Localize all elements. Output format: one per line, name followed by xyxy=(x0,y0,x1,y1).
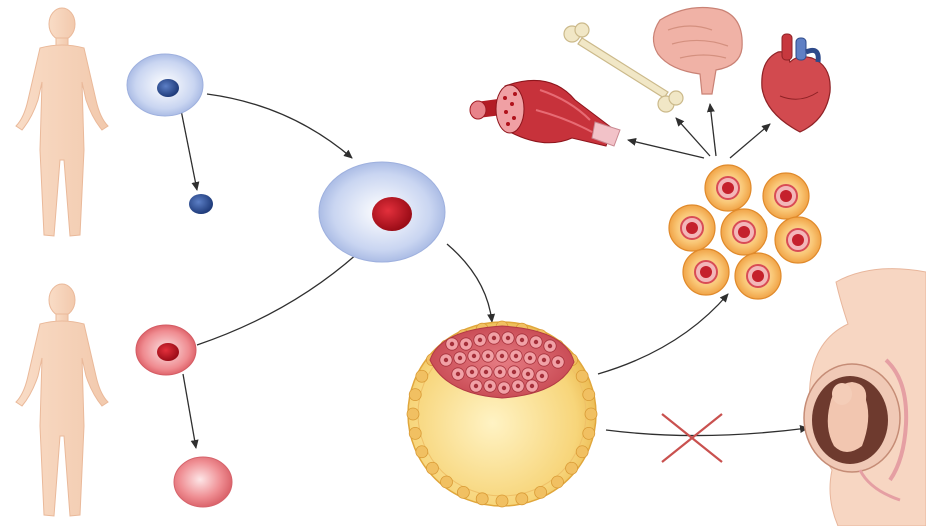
inner-cell-nucleus xyxy=(548,344,552,348)
inner-cell-nucleus xyxy=(472,354,476,358)
arrow-blastocyst-to-pregnancy xyxy=(606,428,808,436)
inner-cell-nucleus xyxy=(470,370,474,374)
inner-cell-nucleus xyxy=(500,354,504,358)
trophoblast-cell xyxy=(416,370,428,382)
inner-cell-nucleus xyxy=(512,370,516,374)
human-figure-icon xyxy=(16,8,108,236)
inner-cell-nucleus xyxy=(526,372,530,376)
inner-cell-nucleus xyxy=(464,342,468,346)
trophoblast-cell xyxy=(426,462,438,474)
inner-cell-nucleus xyxy=(486,354,490,358)
inner-cell-nucleus xyxy=(528,356,532,360)
trophoblast-cell xyxy=(409,389,421,401)
arrow-blue-to-nucleus xyxy=(181,110,197,190)
stem-cell-nucleus xyxy=(686,222,698,234)
trophoblast-cell xyxy=(441,476,453,488)
trophoblast-cell xyxy=(585,408,597,420)
trophoblast-cell xyxy=(576,370,588,382)
trophoblast-cell xyxy=(457,486,469,498)
arrow-to-brain xyxy=(710,104,716,156)
trophoblast-cell xyxy=(416,446,428,458)
inner-cell-nucleus xyxy=(450,342,454,346)
inner-cell-nucleus xyxy=(542,358,546,362)
enucleated-cell xyxy=(174,457,232,507)
arrow-to-muscle xyxy=(628,140,704,158)
stem-cell-nucleus xyxy=(738,226,750,238)
inner-cell-nucleus xyxy=(502,386,506,390)
removed-nucleus xyxy=(189,194,213,214)
blastocyst-icon xyxy=(407,321,597,507)
inner-cell-nucleus xyxy=(444,358,448,362)
somatic-cell xyxy=(136,325,196,375)
trophoblast-cell xyxy=(576,446,588,458)
arrow-blastocyst-to-stemcells xyxy=(598,294,728,374)
inner-cell-nucleus xyxy=(530,384,534,388)
inner-cell-nucleus xyxy=(456,372,460,376)
trophoblast-cell xyxy=(583,389,595,401)
arrow-to-heart xyxy=(730,124,770,158)
inner-cell-nucleus xyxy=(506,336,510,340)
inner-cell-nucleus xyxy=(498,370,502,374)
trophoblast-cell xyxy=(551,476,563,488)
trophoblast-cell xyxy=(535,486,547,498)
trophoblast-cell xyxy=(566,462,578,474)
arrow-to-bone xyxy=(676,118,710,156)
inner-cell-nucleus xyxy=(474,384,478,388)
brain-icon xyxy=(653,8,742,94)
heart-icon xyxy=(762,34,830,132)
reconstructed-egg-cell xyxy=(319,162,445,262)
arrow-red-to-fused xyxy=(197,240,372,345)
trophoblast-cell xyxy=(407,408,419,420)
trophoblast-cell xyxy=(409,427,421,439)
trophoblast-cell xyxy=(583,427,595,439)
trophoblast-cell xyxy=(516,493,528,505)
trophoblast-cell xyxy=(496,495,508,507)
stem-cell-nucleus xyxy=(792,234,804,246)
stem-cell-nucleus xyxy=(722,182,734,194)
arrow-blue-to-fused xyxy=(207,94,352,158)
inner-cell-nucleus xyxy=(484,370,488,374)
human-figure-icon xyxy=(16,284,108,516)
inner-cell-nucleus xyxy=(534,340,538,344)
cross-mark xyxy=(662,414,722,462)
stem-cell-nucleus xyxy=(700,266,712,278)
inner-cell-nucleus xyxy=(488,384,492,388)
arrow-red-to-cell xyxy=(183,374,196,448)
inner-cell-nucleus xyxy=(540,374,544,378)
inner-cell-nucleus xyxy=(520,338,524,342)
muscle-icon xyxy=(470,80,620,146)
inner-cell-nucleus xyxy=(556,360,560,364)
inner-cell-nucleus xyxy=(458,356,462,360)
stem-cell-nucleus xyxy=(780,190,792,202)
inner-cell-nucleus xyxy=(478,338,482,342)
trophoblast-cell xyxy=(476,493,488,505)
pregnancy-icon xyxy=(804,269,926,526)
arrow-fused-to-blastocyst xyxy=(447,244,492,322)
donor-egg-cell xyxy=(127,54,203,116)
stem-cell-nucleus xyxy=(752,270,764,282)
inner-cell-nucleus xyxy=(492,336,496,340)
inner-cell-nucleus xyxy=(514,354,518,358)
stem-cell-cluster-icon xyxy=(669,165,821,299)
inner-cell-nucleus xyxy=(516,384,520,388)
